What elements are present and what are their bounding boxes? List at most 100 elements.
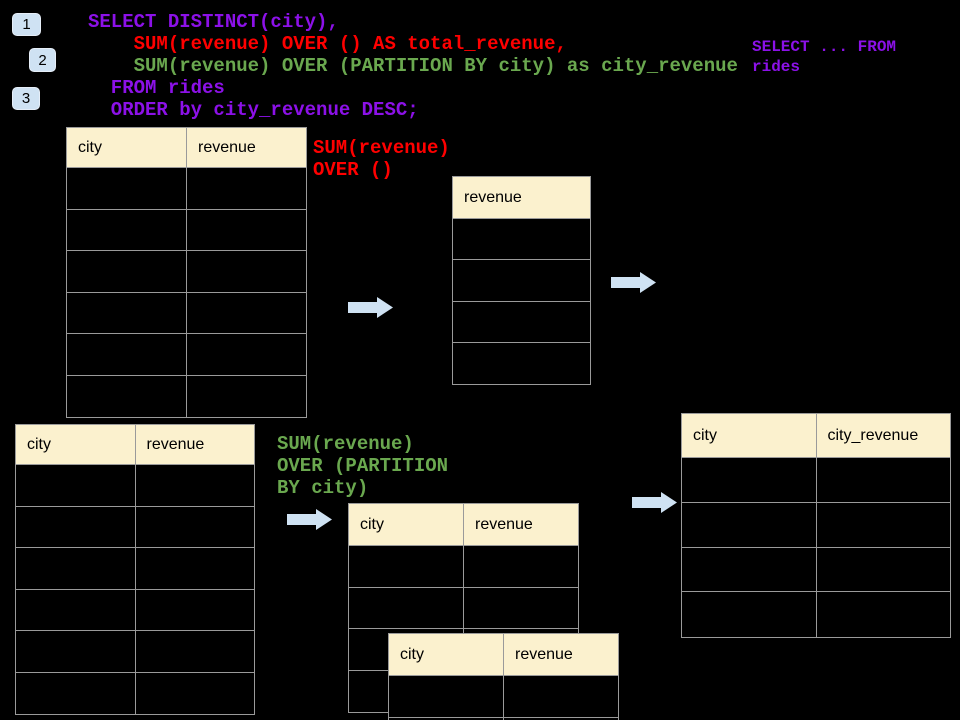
table-row: [16, 672, 255, 715]
table-row: [389, 718, 618, 720]
table-cell: [187, 168, 306, 210]
table-partition-mid: city revenue: [348, 503, 579, 713]
table-cell: [67, 168, 187, 210]
table-cell: [187, 376, 306, 418]
table-source-bottom: city revenue: [15, 424, 255, 715]
table-cell: [816, 458, 950, 503]
table-result: city city_revenue: [681, 413, 951, 638]
table-cell: [817, 592, 951, 637]
table-cell: [816, 503, 950, 548]
table-cell: [67, 251, 187, 293]
sql-line-city-revenue: SUM(revenue) OVER (PARTITION BY city) as…: [88, 55, 738, 77]
partition-window-line-1: SUM(revenue): [277, 433, 414, 455]
table-cell: [135, 507, 254, 548]
table-row: [453, 219, 590, 261]
table-cell: [464, 588, 578, 629]
table-cell: [16, 548, 136, 590]
table-cell: [453, 343, 590, 384]
table-header-row: city revenue: [349, 504, 578, 546]
table-cell: [187, 251, 306, 293]
partition-window-line-3: BY city): [277, 477, 369, 499]
step-badge-3-label: 3: [21, 90, 31, 107]
table-cell: [453, 260, 590, 302]
table-cell: [453, 219, 590, 261]
column-header-revenue: revenue: [135, 425, 254, 465]
sql-query-code: SELECT DISTINCT(city), SUM(revenue) OVER…: [88, 11, 738, 121]
step-badge-1-label: 1: [22, 16, 31, 33]
table-cell: [135, 465, 254, 507]
table-row: [349, 546, 578, 588]
flow-arrow-3: [287, 508, 333, 531]
table-cell: [816, 548, 950, 593]
table-cell: [682, 502, 817, 548]
table-cell: [16, 465, 136, 507]
column-header-city: city: [349, 504, 464, 546]
table-cell: [682, 592, 817, 637]
total-window-label: SUM(revenue)OVER (): [313, 137, 450, 181]
table-cell: [135, 631, 254, 673]
table-cell: [136, 673, 255, 715]
column-header-city: city: [16, 425, 136, 465]
table-cell: [67, 334, 187, 376]
table-cell: [67, 209, 187, 251]
sql-line-select: SELECT DISTINCT(city),: [88, 11, 339, 33]
sql-line-order-by: ORDER by city_revenue DESC;: [88, 99, 419, 121]
table-cell: [187, 293, 306, 334]
table-row: [67, 168, 306, 210]
table-header-row: revenue: [453, 177, 590, 219]
column-header-revenue: revenue: [504, 634, 618, 676]
right-arrow-icon: [348, 297, 393, 318]
table-cell: [349, 546, 464, 588]
column-header-city-revenue: city_revenue: [816, 414, 950, 458]
column-header-city: city: [682, 414, 817, 458]
table-row: [67, 334, 306, 376]
table-row: [453, 302, 590, 343]
flow-arrow-4: [632, 491, 678, 514]
column-header-city: city: [67, 128, 187, 168]
table-row: [67, 251, 306, 293]
total-window-line-2: OVER (): [313, 159, 393, 181]
note-line-1: SELECT ... FROM: [752, 38, 897, 56]
table-cell: [187, 334, 306, 376]
table-cell: [16, 589, 136, 631]
table-row: [16, 465, 254, 507]
note-line-2: rides: [752, 58, 801, 76]
table-row: [453, 343, 590, 384]
partition-window-line-2: OVER (PARTITION: [277, 455, 449, 477]
right-arrow-icon: [632, 492, 677, 513]
table-row: [682, 592, 950, 637]
table-cell: [187, 210, 306, 251]
table-row: [682, 502, 950, 548]
total-window-line-1: SUM(revenue): [313, 137, 450, 159]
table-row: [453, 260, 590, 302]
table-cell: [453, 302, 590, 343]
table-cell: [16, 506, 136, 548]
table-cell: [682, 547, 817, 593]
table-cell: [504, 676, 618, 718]
table-row: [349, 587, 578, 629]
column-header-city: city: [389, 634, 504, 676]
table-source-top: city revenue: [66, 127, 307, 418]
table-row: [389, 676, 618, 718]
table-cell: [16, 672, 136, 714]
table-cell: [135, 590, 254, 631]
column-header-revenue: revenue: [464, 504, 578, 546]
table-row: [67, 375, 306, 418]
step-badge-1: 1: [12, 13, 41, 36]
table-row: [16, 548, 254, 590]
table-header-row: city revenue: [16, 425, 254, 465]
table-row: [16, 506, 254, 548]
table-row: [682, 458, 950, 503]
table-header-row: city revenue: [389, 634, 618, 676]
sql-line-total-revenue: SUM(revenue) OVER () AS total_revenue,: [88, 33, 567, 55]
flow-arrow-2: [611, 271, 657, 294]
right-arrow-icon: [287, 509, 332, 530]
column-header-revenue: revenue: [187, 128, 306, 168]
table-partition-overlap: city revenue: [388, 633, 619, 720]
table-cell: [349, 587, 464, 629]
table-row: [682, 547, 950, 593]
table-row: [67, 209, 306, 251]
select-from-note: SELECT ... FROM rides: [752, 37, 896, 77]
